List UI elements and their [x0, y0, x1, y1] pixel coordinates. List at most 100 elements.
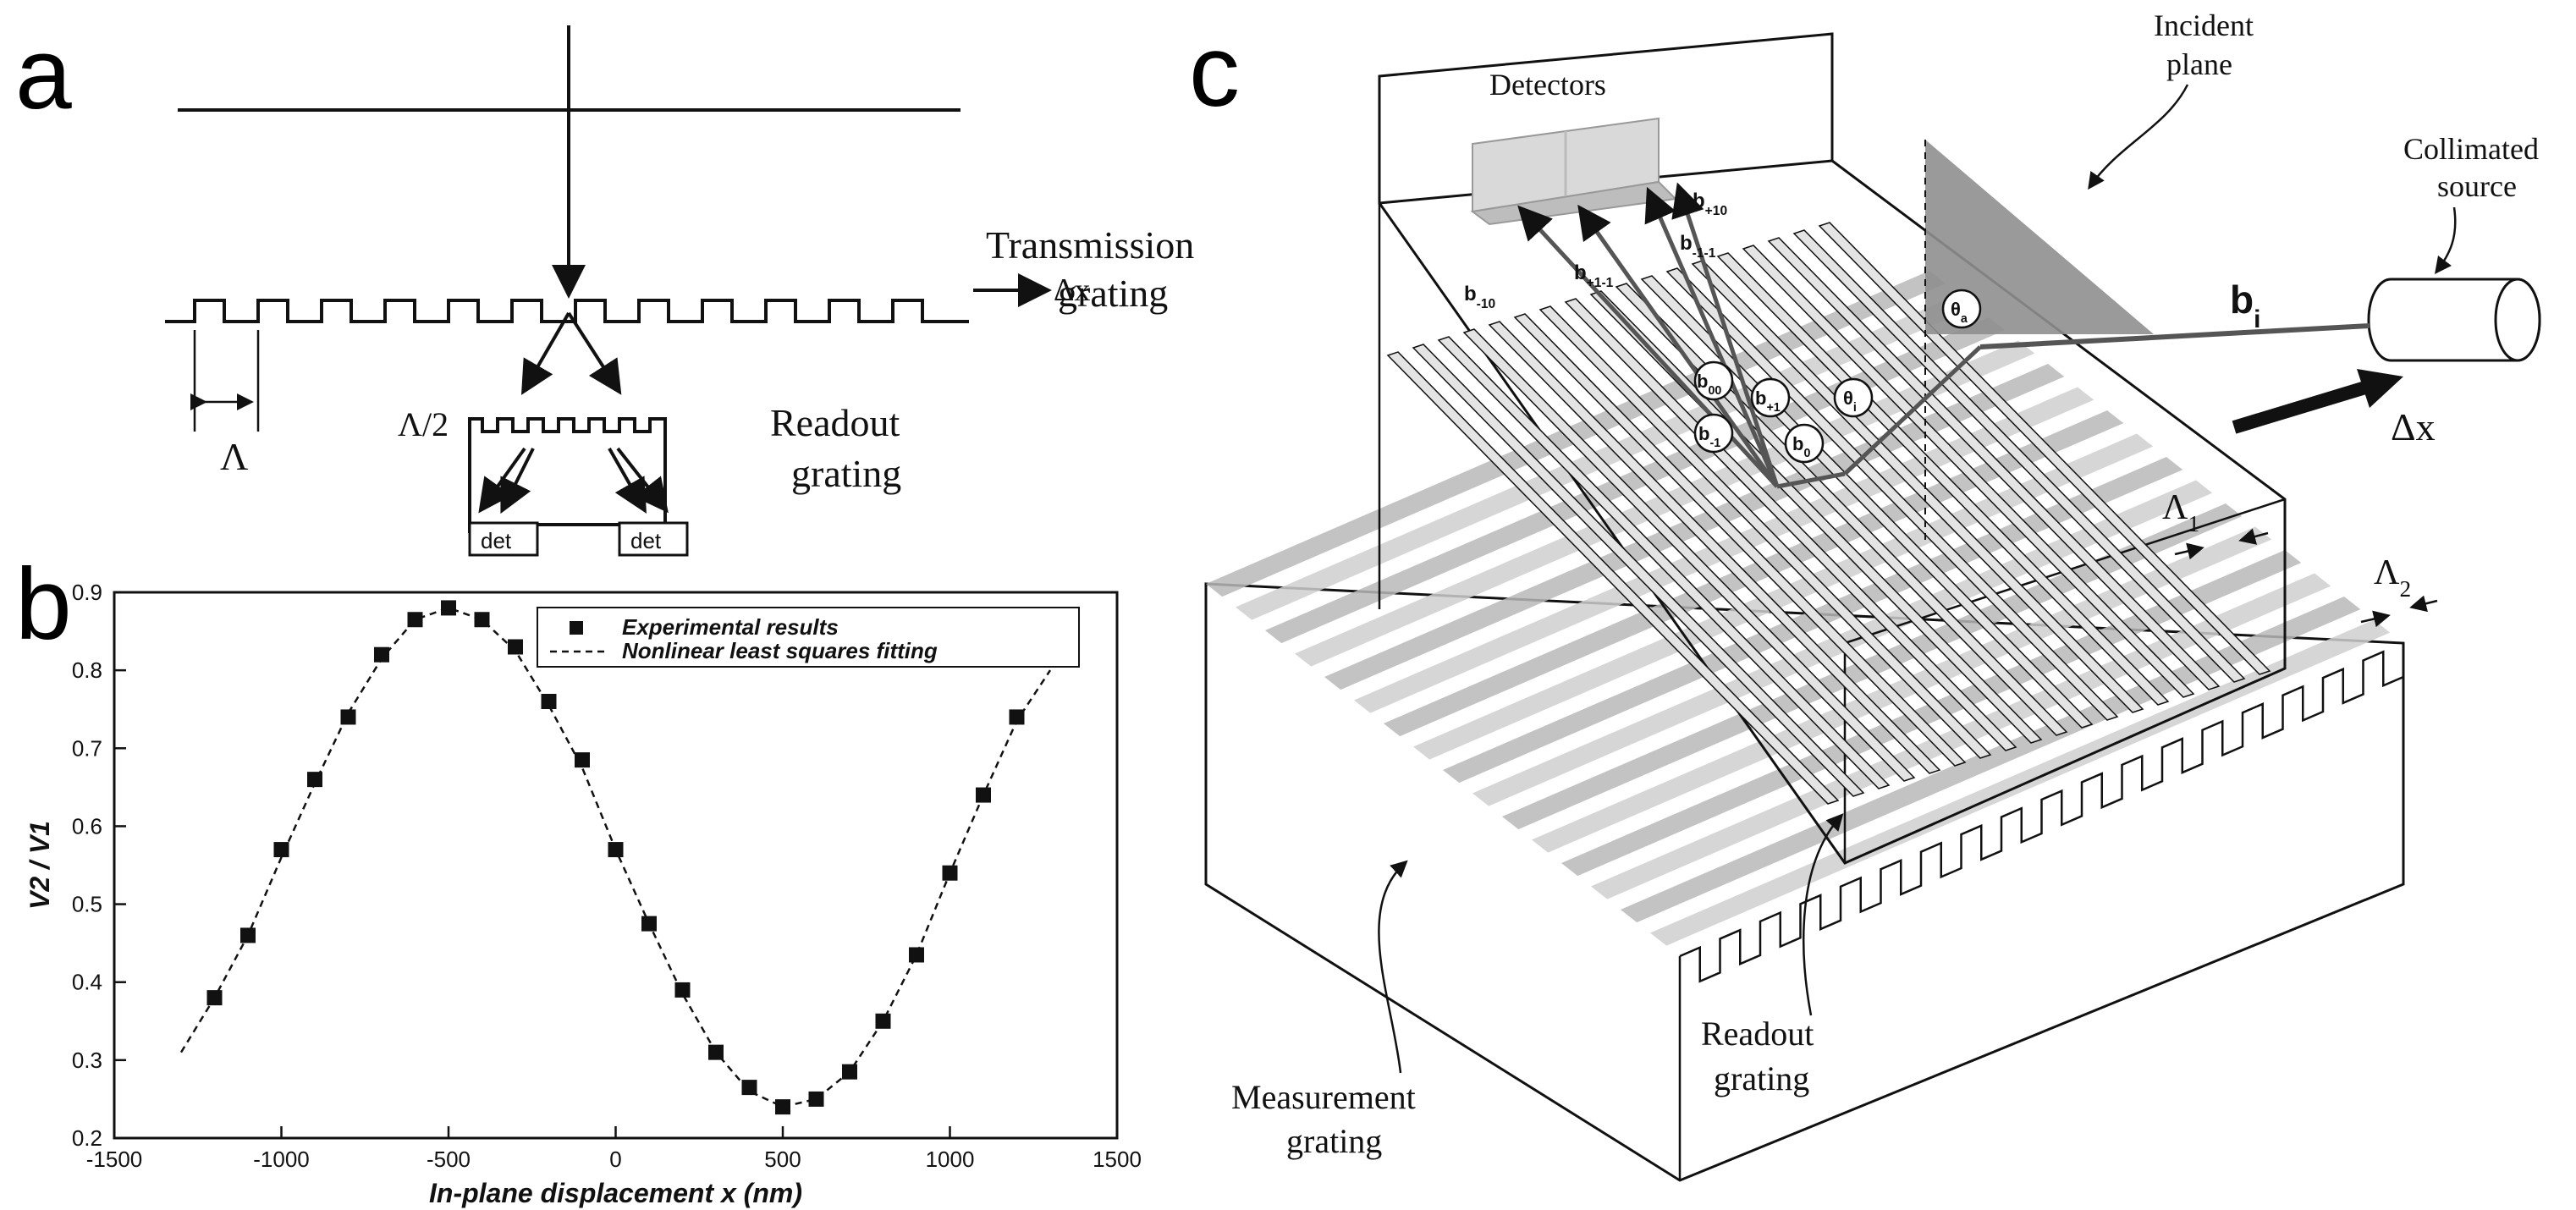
lambda2-label: Λ2 [2374, 553, 2411, 602]
detector-left-label: det [481, 528, 512, 553]
incident-plane-pointer [2088, 84, 2189, 190]
measurement-stripe-7 [1413, 433, 2154, 760]
readout-fin-5 [1513, 313, 1967, 767]
data-point-21 [909, 947, 924, 963]
circle-b-1 [1693, 413, 1734, 454]
y-tick-label-3: 0.5 [72, 892, 102, 917]
delta-x-thick-arrow [2232, 378, 2376, 434]
readout-fin-7 [1564, 298, 2017, 751]
data-point-23 [976, 787, 991, 803]
data-point-24 [1009, 709, 1025, 725]
measurement-stripe-15 [1650, 619, 2391, 946]
plot-frame [113, 591, 1119, 1140]
beam-b10 [1671, 182, 1780, 487]
x-tick-label-4: 500 [764, 1147, 801, 1172]
x-axis-title: In-plane displacement x (nm) [429, 1178, 802, 1208]
readout-fin-15 [1767, 237, 2221, 690]
data-point-16 [741, 1080, 757, 1096]
beam-reflect-1 [1776, 471, 1846, 489]
beam-to-grating [1843, 345, 1982, 476]
readout-fin-0 [1386, 351, 1840, 805]
data-point-6 [407, 612, 423, 628]
legend-label-fit: Nonlinear least squares fitting [622, 638, 938, 663]
readout-fin-16 [1792, 229, 2246, 683]
data-point-11 [575, 752, 590, 768]
readout-fin-2 [1437, 336, 1891, 789]
readout-grating-label-line1: Readout [770, 401, 900, 444]
data-point-17 [775, 1099, 790, 1115]
beam-b11 [1577, 204, 1780, 488]
collimated-source: Collimated source [2367, 132, 2541, 362]
readout-fin-17 [1818, 222, 2271, 675]
diffracted-beam-right [567, 311, 622, 395]
detector-left [468, 521, 539, 557]
data-point-7 [441, 600, 456, 616]
detectors: Detectors [1470, 68, 1678, 226]
source-cylinder-end [2494, 278, 2541, 362]
label-b11: b+1-1 [1574, 261, 1614, 290]
y-tick-label-0: 0.2 [72, 1125, 102, 1151]
lambda2-arrow-right [2409, 595, 2438, 613]
y-tick-label-2: 0.4 [72, 970, 102, 995]
data-point-3 [307, 772, 322, 788]
detector-right-label: det [630, 528, 662, 553]
data-point-15 [708, 1044, 724, 1060]
y-tick-label-6: 0.8 [72, 657, 102, 683]
data-point-19 [842, 1064, 857, 1080]
readout-fin-9 [1615, 283, 2068, 736]
incident-beam-bi [1979, 323, 2370, 349]
label-theta-i: θi [1843, 388, 1857, 415]
measurement-stripe-2 [1265, 317, 2006, 644]
x-tick-label-1: -1000 [253, 1147, 310, 1172]
panel-a-letter: a [15, 17, 72, 130]
readout-box-outline [1378, 159, 2287, 865]
delta-x-c-label: Δx [2391, 405, 2436, 448]
panel-a: a Transmission grating Δx Λ Λ/2 det [15, 17, 1194, 557]
source-pointer [2435, 206, 2457, 275]
label-b-11: b-1-1 [1680, 232, 1716, 261]
label-b1: b+1 [1755, 388, 1781, 415]
readout-fin-14 [1742, 245, 2195, 698]
panel-c-letter: c [1189, 14, 1240, 128]
transmission-grating-label-line2: grating [1058, 272, 1168, 315]
readout-grating-c-label-line1: Readout [1701, 1015, 1814, 1053]
y-axis-title: V2 / V1 [25, 821, 55, 910]
measurement-grating-label-line1: Measurement [1231, 1078, 1416, 1116]
label-b00: b00 [1697, 371, 1721, 398]
readout-beam-4 [616, 447, 669, 514]
label-b10: b+10 [1693, 190, 1727, 218]
legend-label-experimental: Experimental results [622, 614, 839, 640]
beam-bi-label: bi [2230, 278, 2260, 333]
collimated-source-label-line2: source [2437, 169, 2517, 203]
transmission-grating-label-line1: Transmission [986, 223, 1194, 267]
incident-plane-label-line2: plane [2166, 47, 2232, 81]
delta-x-label: Δx [1054, 272, 1090, 308]
fit-curve [179, 607, 1052, 1108]
label-b0: b0 [1792, 433, 1810, 460]
readout-fin-3 [1462, 328, 1916, 782]
measurement-stripe-11 [1532, 526, 2272, 853]
data-point-5 [374, 646, 389, 663]
measurement-grating-label-line2: grating [1286, 1122, 1382, 1160]
data-point-2 [273, 842, 289, 858]
lambda-half-label: Λ/2 [398, 405, 449, 443]
y-tick-label-5: 0.7 [72, 735, 102, 761]
transmission-grating [165, 299, 969, 323]
incident-plane [1925, 140, 2154, 334]
data-point-1 [240, 927, 256, 943]
lambda-label: Λ [220, 435, 248, 478]
readout-fin-1 [1412, 344, 1865, 797]
readout-grating-pointer [1803, 813, 1844, 1016]
lambda1-arrow-left [2174, 542, 2204, 560]
readout-grating-fins [1386, 222, 2271, 805]
y-tick-label-7: 0.9 [72, 580, 102, 605]
beam-labels: b-10 b+1-1 b-1-1 b+10 b00 b+1 b-1 b0 θi … [1464, 190, 1982, 464]
measurement-stripe-6 [1384, 410, 2124, 737]
y-tick-label-1: 0.3 [72, 1048, 102, 1073]
measurement-stripe-10 [1502, 503, 2243, 830]
circle-b0 [1784, 423, 1825, 464]
x-tick-label-6: 1500 [1093, 1147, 1142, 1172]
data-point-12 [608, 842, 624, 858]
